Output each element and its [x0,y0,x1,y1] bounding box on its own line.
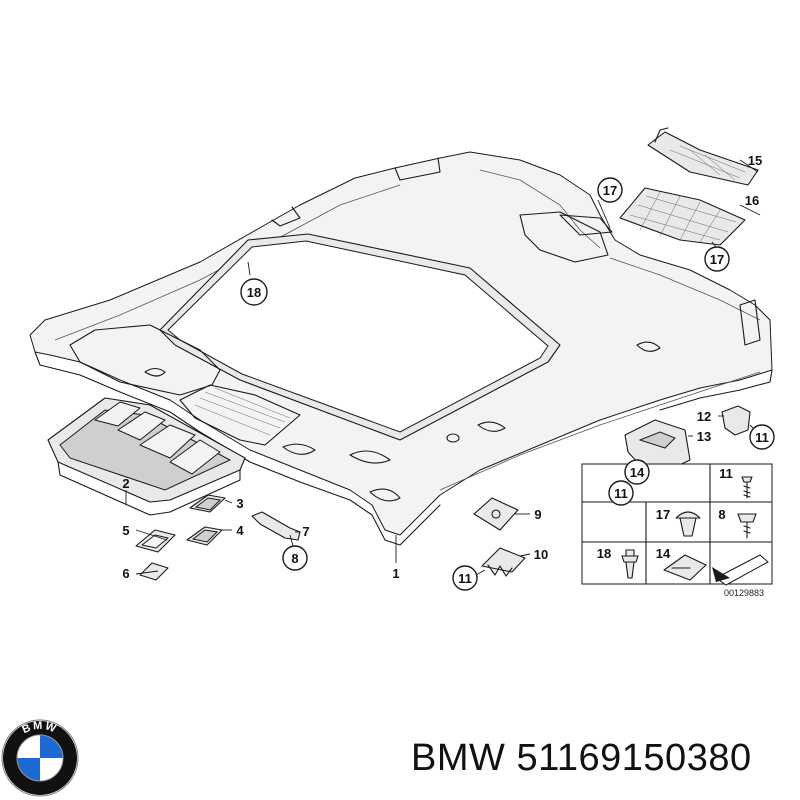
table-label-17: 17 [656,507,670,522]
bmw-logo: BMW [1,719,79,797]
callout-8: 8 [291,551,298,566]
callout-17a-circle [597,177,623,203]
callouts: 1 2 3 4 5 6 7 8 9 10 11 11 11 12 13 14 1… [122,153,775,591]
leader-lines [125,159,761,576]
callout-9: 9 [534,507,541,522]
fastener-table-labels: 11 17 8 18 14 [597,466,733,561]
callout-18: 18 [247,285,261,300]
callout-17a: 17 [603,183,617,198]
callout-12: 12 [697,409,711,424]
callout-16: 16 [745,193,759,208]
callout-2: 2 [122,476,129,491]
table-label-14: 14 [656,546,671,561]
overhead-console-part-2 [47,397,246,516]
callout-5: 5 [122,523,129,538]
clip-part-10 [481,547,526,577]
part-number-label: BMW 51169150380 [411,737,752,780]
callout-4: 4 [236,523,244,538]
table-label-11: 11 [719,466,733,481]
grille-cover-parts [619,127,759,246]
callout-11a: 11 [458,571,472,586]
callout-14-circle [624,459,650,485]
reference-code: 00129883 [724,588,764,598]
bmw-logo-text: BMW [20,720,59,736]
table-label-18: 18 [597,546,611,561]
table-label-8: 8 [718,507,725,522]
part-number: 51169150380 [516,737,752,779]
callout-17b: 17 [710,252,724,267]
brand-name: BMW [411,737,506,779]
callout-13: 13 [697,429,711,444]
callout-14: 14 [630,465,645,480]
callout-11c: 11 [755,430,769,445]
callout-1: 1 [392,566,399,581]
callout-18-circle [240,278,268,306]
callout-8-circle [282,545,308,571]
callout-10: 10 [534,547,548,562]
callout-17b-circle [704,246,730,272]
callout-3: 3 [236,496,243,511]
callout-15: 15 [748,153,762,168]
callout-11b-circle [608,480,634,506]
callout-6: 6 [122,566,129,581]
fastener-table: 00129883 [581,463,773,598]
callout-7: 7 [302,524,309,539]
callout-11b: 11 [614,486,628,501]
handle-bracket-parts [624,405,751,473]
clip-part-9 [473,497,519,531]
callout-11a-circle [452,565,478,591]
callout-11c-circle [749,424,775,450]
